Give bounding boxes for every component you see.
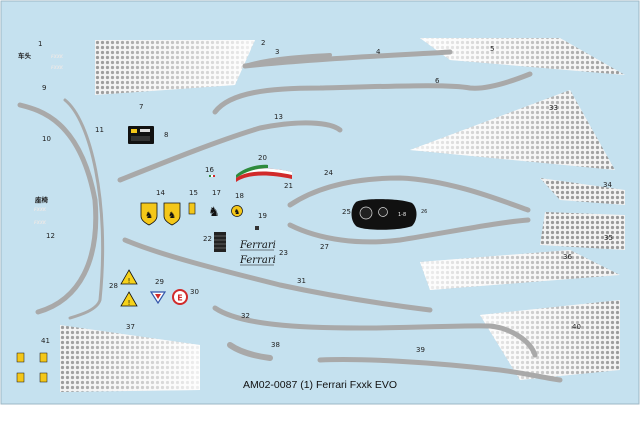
part-number: 12 (46, 232, 55, 240)
part-number: 31 (297, 277, 306, 285)
part-number: 13 (274, 113, 283, 121)
part-number: 19 (258, 212, 267, 220)
dotted-panel-40 (480, 300, 620, 380)
svg-text:!: ! (128, 299, 131, 307)
ferrari-badge-16 (188, 202, 196, 215)
part-number: 23 (279, 249, 288, 257)
stripe-13 (117, 120, 343, 183)
part-number: 25 (342, 208, 351, 216)
part-number: 27 (320, 243, 329, 251)
italian-flag-decal (236, 164, 292, 182)
stripe-6 (212, 71, 533, 115)
dotted-panel-33 (410, 90, 615, 170)
svg-text:♞: ♞ (145, 211, 153, 221)
part-number: 41 (41, 337, 50, 345)
stripe-31 (122, 237, 433, 313)
part-number: 32 (241, 312, 250, 320)
tiny-flag-16 (209, 175, 211, 177)
svg-text:♞: ♞ (234, 208, 240, 216)
stripe-38 (227, 342, 273, 361)
stripe-27 (287, 217, 531, 245)
prancing-horse-17: ♞ (208, 205, 220, 220)
plate-decal-8 (128, 126, 154, 144)
part-numbers: 1 2 3 4 5 6 7 8 9 10 11 12 13 14 15 16 1… (38, 39, 613, 354)
dotted-panel-37 (60, 325, 200, 392)
dotted-panel-34 (540, 178, 625, 205)
part-number: 11 (95, 126, 104, 134)
ferrari-script-1: Ferrari (239, 240, 276, 251)
part-number: 24 (324, 169, 333, 177)
part-number: 37 (126, 323, 135, 331)
ferrari-shield-14: ♞ (140, 202, 158, 226)
label-front: 车头 (18, 51, 32, 60)
svg-text:!: ! (128, 277, 131, 285)
dotted-panel-36 (420, 250, 620, 290)
stripe-24 (287, 175, 531, 213)
part-number: 5 (490, 45, 494, 53)
stripe-9 (17, 102, 99, 315)
part-number: 30 (190, 288, 199, 296)
part-number: 3 (275, 48, 279, 56)
part-number: 21 (284, 182, 293, 190)
part-number: 17 (212, 189, 221, 197)
mini-shields-41 (16, 352, 48, 383)
sheet-caption: AM02-0087 (1) Ferrari Fxxk EVO (243, 379, 397, 391)
ferrari-script-2: Ferrari (239, 255, 276, 266)
stripe-39 (317, 357, 563, 383)
part-number: 39 (416, 346, 425, 354)
part-number: 20 (258, 154, 267, 162)
brand-logo-3: FXXK (34, 207, 47, 212)
dotted-panel-2 (95, 40, 255, 95)
part-number: 6 (435, 77, 440, 85)
part-number: 2 (261, 39, 265, 47)
part-number: 40 (572, 323, 581, 331)
warning-triangle-2: ! (120, 291, 138, 307)
warning-triangle-1: ! (120, 269, 138, 285)
part-number: 16 (205, 166, 214, 174)
brand-logo-4: FXXK (34, 220, 47, 225)
part-number: 10 (42, 135, 51, 143)
stripe-4 (242, 49, 453, 69)
part-number: 8 (164, 131, 168, 139)
part-number: 18 (235, 192, 244, 200)
ferrari-shield-15: ♞ (163, 202, 181, 226)
part-number: 7 (139, 103, 143, 111)
part-number: 38 (271, 341, 280, 349)
brand-logo-1: FXXK (51, 54, 64, 59)
part-number: 14 (156, 189, 165, 197)
svg-text:E: E (177, 294, 182, 303)
part-number: 35 (604, 234, 613, 242)
part-number: 22 (203, 235, 212, 243)
logo-decal-row: FXXK FXXK FXXK FXXK (34, 54, 64, 225)
tiny-decal-19 (255, 226, 259, 230)
part-number: 28 (109, 282, 118, 290)
race-number: 1-8 (398, 212, 406, 218)
part-number: 26 (421, 209, 427, 215)
stripe-32 (212, 305, 538, 358)
part-number: 36 (563, 253, 572, 261)
extinguisher-decal-30: E (172, 289, 188, 305)
stripe-11 (63, 98, 105, 320)
brand-logo-2: FXXK (51, 65, 64, 70)
ferrari-roundel-18: ♞ (231, 205, 243, 217)
label-seat: 座椅 (34, 195, 49, 204)
dotted-panel-35 (540, 212, 625, 250)
part-number: 29 (155, 278, 164, 286)
dashboard-decal-25: 1-8 (351, 199, 417, 230)
vent-grille-22 (214, 232, 226, 252)
dotted-panel-5 (420, 38, 625, 75)
arrow-decal-29 (149, 291, 167, 305)
part-number: 1 (38, 40, 42, 48)
part-number: 34 (603, 181, 612, 189)
part-number: 4 (376, 48, 381, 56)
part-number: 9 (42, 84, 46, 92)
svg-text:♞: ♞ (168, 211, 176, 221)
part-number: 15 (189, 189, 198, 197)
part-number: 33 (549, 104, 558, 112)
